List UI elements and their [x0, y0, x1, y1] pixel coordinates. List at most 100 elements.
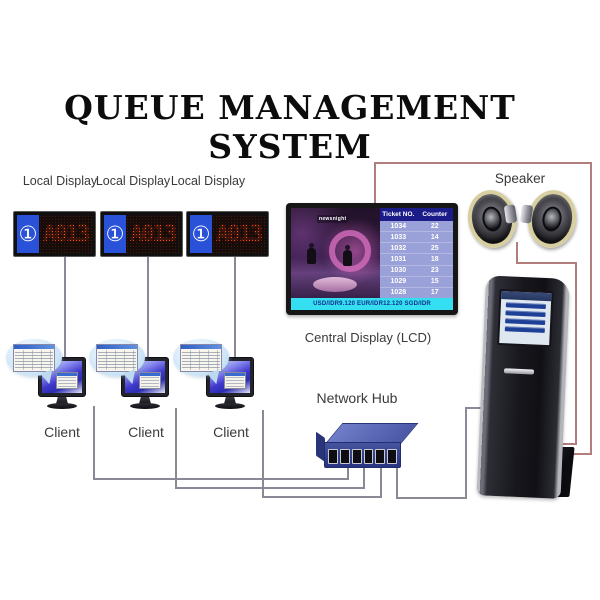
thought-bubble	[6, 339, 62, 376]
local-display-label-3: Local Display	[170, 174, 246, 188]
queue-table-row: 1028 17	[380, 288, 453, 298]
rj45-port	[375, 449, 386, 464]
connection-line-gray	[465, 407, 485, 409]
connection-line-gray	[465, 407, 467, 499]
connection-line-red	[559, 453, 592, 455]
window-titlebar	[14, 344, 54, 349]
queue-app-window-icon	[13, 343, 55, 372]
connection-line-gray	[396, 497, 467, 499]
window-titlebar	[57, 373, 77, 376]
counter-cell: 14	[430, 233, 439, 241]
local-display-label-2: Local Display	[95, 174, 171, 188]
counter-number: ①	[105, 222, 125, 246]
window-titlebar	[140, 373, 160, 376]
ticket-cell: 1029	[390, 278, 407, 286]
page-title: QUEUE MANAGEMENT SYSTEM	[64, 88, 516, 166]
counter-cell: 18	[430, 255, 439, 263]
connection-line-gray	[262, 496, 382, 498]
speaker-icon	[523, 186, 581, 252]
client-label-1: Client	[44, 424, 80, 440]
window-titlebar	[97, 344, 137, 349]
local-display-label-1: Local Display	[22, 174, 98, 188]
counter-number: ①	[191, 222, 211, 246]
kiosk-service-button	[504, 326, 545, 333]
thought-bubble	[89, 339, 145, 376]
counter-number-panel: ①	[190, 215, 212, 253]
queue-app-window-icon	[180, 343, 222, 372]
queue-app-window-icon	[96, 343, 138, 372]
currency-ticker: USD/IDR9.120 EUR/IDR12.120 SGD/IDR	[291, 298, 453, 310]
led-dot-matrix-overlay	[126, 215, 179, 253]
presenter-silhouette	[343, 245, 352, 266]
connection-line-red	[516, 242, 518, 264]
led-dot-matrix-overlay	[212, 215, 265, 253]
central-display-label: Central Display (LCD)	[304, 330, 432, 345]
monitor-base	[130, 403, 160, 409]
monitor-stand	[224, 397, 236, 404]
connection-line-red	[516, 262, 577, 264]
connection-line-gray	[93, 478, 349, 480]
connection-line-gray	[396, 463, 398, 499]
spreadsheet-grid	[58, 377, 76, 387]
app-window-icon	[224, 372, 246, 389]
spreadsheet-grid	[141, 377, 159, 387]
spreadsheet-grid	[226, 377, 244, 387]
led-ticket-panel: A013	[126, 215, 179, 253]
kiosk-screen-header	[501, 291, 552, 302]
rj45-port	[387, 449, 397, 464]
monitor-stand	[139, 397, 151, 404]
ticket-cell: 1031	[390, 255, 407, 263]
counter-cell: 17	[430, 289, 439, 297]
ticket-cell: 1028	[390, 289, 407, 297]
window-titlebar	[181, 344, 221, 349]
connection-line-red	[575, 262, 577, 445]
connection-line-gray	[175, 487, 365, 489]
ticket-cell: 1033	[390, 233, 407, 241]
client-label-2: Client	[128, 424, 164, 440]
ticket-cell: 1032	[390, 244, 407, 252]
speaker-label: Speaker	[494, 171, 546, 186]
app-window-icon	[56, 372, 78, 389]
connection-line-gray	[175, 408, 177, 489]
led-dot-matrix-overlay	[39, 215, 92, 253]
ticket-cell: 1030	[390, 267, 407, 275]
rj45-port	[328, 449, 338, 464]
client-label-3: Client	[213, 424, 249, 440]
counter-cell: 22	[430, 222, 439, 230]
queue-table-row: 1032 25	[380, 243, 453, 255]
monitor-screen	[125, 361, 165, 393]
spreadsheet-grid	[15, 349, 53, 370]
led-ticket-panel: A013	[212, 215, 265, 253]
tv-channel-logo: newsnight	[317, 215, 349, 223]
client-monitor-2	[121, 357, 169, 397]
counter-cell: 23	[430, 267, 439, 275]
kiosk-service-button	[505, 302, 546, 309]
connection-line-gray	[93, 406, 95, 480]
counter-cell: 25	[430, 244, 439, 252]
queue-table-row: 1033 14	[380, 232, 453, 244]
studio-desk-decor	[313, 277, 357, 292]
led-display-1: ① A013	[13, 211, 96, 257]
spreadsheet-grid	[182, 349, 220, 370]
monitor-base	[215, 403, 245, 409]
queue-table-row: 1030 23	[380, 266, 453, 277]
speaker-magnet-icon	[503, 204, 518, 224]
counter-number-panel: ①	[104, 215, 126, 253]
tv-news-scene: newsnight	[291, 208, 381, 298]
kiosk-touchscreen	[497, 288, 554, 348]
app-window-icon	[139, 372, 161, 389]
thought-bubble	[173, 339, 229, 376]
led-display-2: ① A013	[100, 211, 183, 257]
column-counter: Counter	[422, 211, 448, 218]
monitor-base	[47, 403, 77, 409]
monitor-stand	[56, 397, 68, 404]
ticket-printer-slot	[503, 368, 535, 375]
spreadsheet-grid	[98, 349, 136, 370]
rj45-port	[363, 449, 374, 464]
rj45-port	[339, 449, 350, 464]
